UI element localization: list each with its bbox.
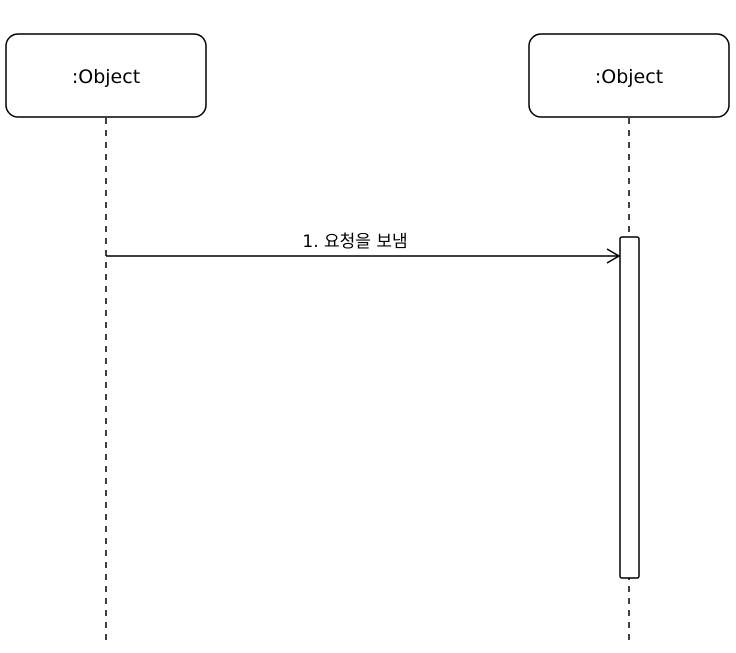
lifeline-left-box[interactable] (5, 33, 207, 118)
lifeline-right-label: :Object (595, 66, 663, 88)
lifeline-left-label: :Object (72, 66, 140, 88)
lifeline-right[interactable]: :Object (528, 33, 730, 640)
lifeline-left[interactable]: :Object (5, 33, 207, 640)
message-1-label: 1. 요청을 보냄 (302, 232, 407, 252)
lifeline-right-box[interactable] (528, 33, 730, 118)
message-1-arrowhead-icon (606, 248, 621, 264)
activation-bar (619, 236, 640, 579)
message-1[interactable]: 1. 요청을 보냄 (106, 232, 621, 264)
